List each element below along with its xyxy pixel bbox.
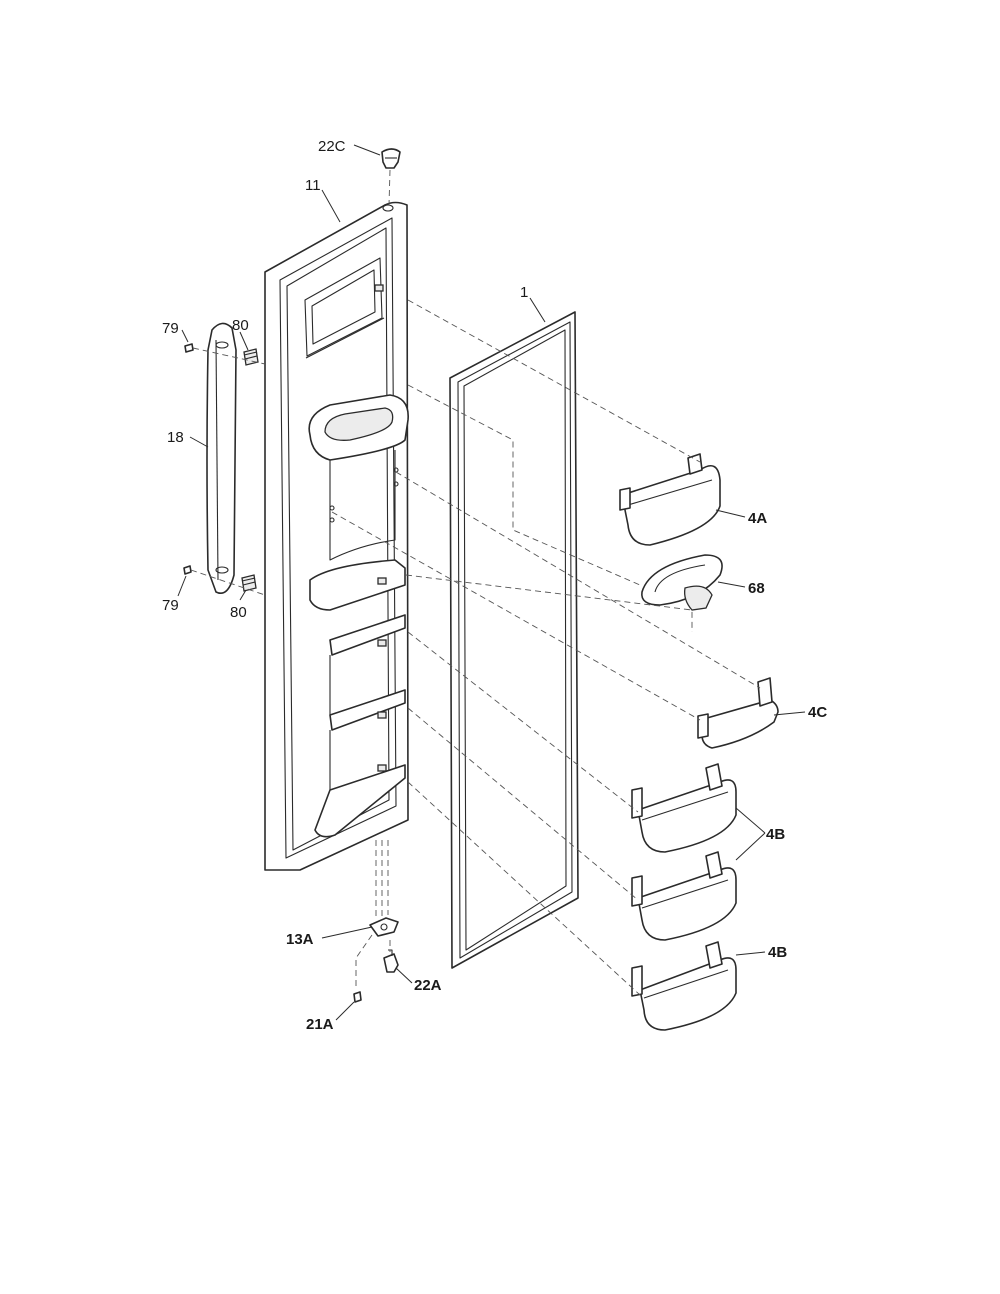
door-bin-4B-3 xyxy=(631,941,737,1031)
label-22A: 22A xyxy=(414,977,442,994)
label-80-top: 80 xyxy=(232,317,249,334)
label-80-bottom: 80 xyxy=(230,604,247,621)
screw-79-top xyxy=(184,343,194,353)
door-handle xyxy=(206,322,237,594)
leader-lines xyxy=(177,144,806,1021)
exploded-view-lines xyxy=(331,299,761,996)
label-11: 11 xyxy=(305,177,321,194)
hinge-bushing-22C xyxy=(381,148,401,169)
label-4B-bottom: 4B xyxy=(768,944,787,961)
stud-80-bottom xyxy=(241,574,257,592)
door-gasket xyxy=(449,311,579,969)
stud-80-top xyxy=(243,348,259,366)
label-68: 68 xyxy=(748,580,765,597)
door-assembly xyxy=(264,201,409,871)
hinge-pin-22A xyxy=(383,949,399,973)
label-79-top: 79 xyxy=(162,320,179,337)
label-18: 18 xyxy=(167,429,184,446)
label-13A: 13A xyxy=(286,931,314,948)
label-4A: 4A xyxy=(748,510,767,527)
screw-21A xyxy=(353,991,362,1003)
screw-79-bottom xyxy=(183,565,192,575)
label-79-bottom: 79 xyxy=(162,597,179,614)
dispenser-cup-68 xyxy=(641,554,723,611)
label-4B-mid: 4B xyxy=(766,826,785,843)
label-1: 1 xyxy=(520,284,528,301)
door-bin-4A xyxy=(619,453,721,546)
hinge-plate-13A xyxy=(369,917,399,937)
door-bin-4B-1 xyxy=(631,763,737,853)
label-4C: 4C xyxy=(808,704,827,721)
label-22C: 22C xyxy=(318,138,346,155)
door-bin-4C xyxy=(697,677,779,749)
door-bin-4B-2 xyxy=(631,851,737,941)
label-21A: 21A xyxy=(306,1016,334,1033)
